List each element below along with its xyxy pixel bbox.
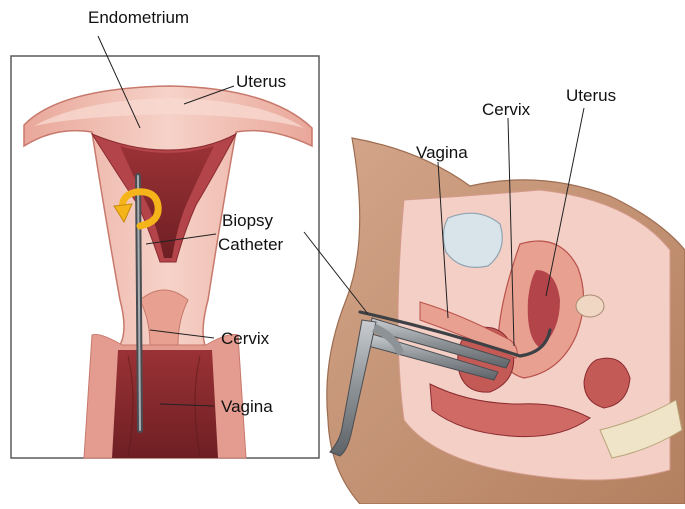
label-endometrium: Endometrium (88, 9, 189, 26)
bladder (443, 213, 502, 267)
sagittal-pelvis-view (304, 108, 685, 504)
label-uterus-side: Uterus (566, 87, 616, 104)
label-catheter: Catheter (218, 236, 283, 253)
label-biopsy: Biopsy (222, 212, 273, 229)
label-cervix-inset: Cervix (221, 330, 269, 347)
label-vagina-inset: Vagina (221, 398, 273, 415)
label-uterus-inset: Uterus (236, 73, 286, 90)
label-cervix-side: Cervix (482, 101, 530, 118)
ovary (576, 295, 604, 317)
label-vagina-side: Vagina (416, 144, 468, 161)
